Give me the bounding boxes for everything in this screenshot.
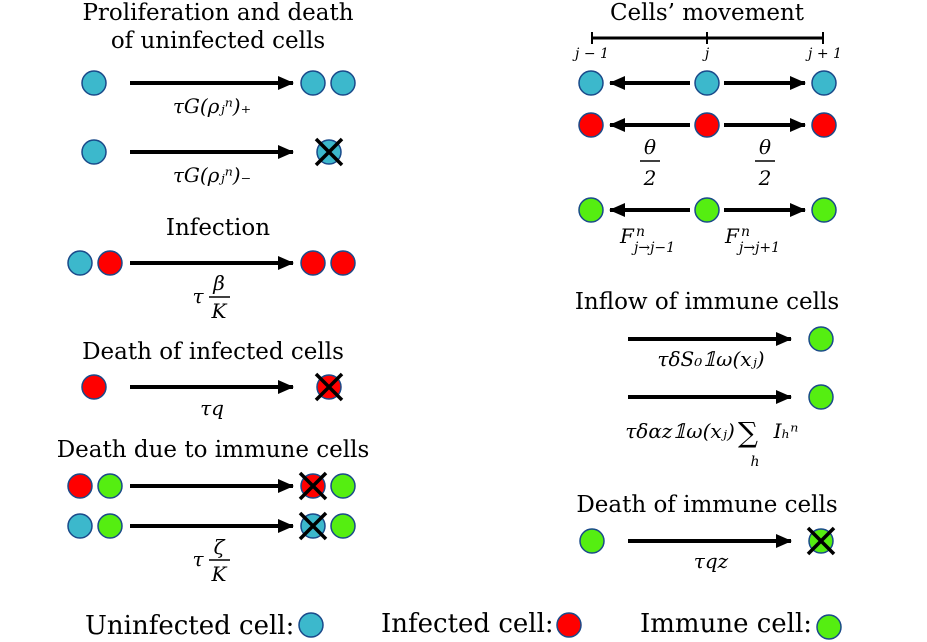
- death-immune-title: Death due to immune cells: [57, 437, 370, 463]
- theta-left-denominator: 2: [643, 166, 657, 190]
- movement-title: Cells’ movement: [610, 0, 805, 26]
- growth-rate-label: τG(ρⱼⁿ)₊: [173, 94, 251, 118]
- movement-row-infected: [578, 112, 837, 138]
- death-immune-rate-denominator: K: [211, 562, 228, 586]
- uninfected-cell: [67, 250, 93, 276]
- uninfected-cell: [81, 139, 107, 165]
- death-infected-title: Death of infected cells: [82, 339, 344, 365]
- immune-cell: [97, 513, 123, 539]
- infected-cell: [811, 112, 837, 138]
- death-cross-icon: [298, 511, 328, 541]
- death-immune-rate-tau: τ: [192, 547, 204, 571]
- flux-right-label: F: [724, 224, 740, 248]
- immune-cell: [579, 528, 605, 554]
- legend-immune-label: Immune cell:: [640, 609, 812, 639]
- uninfected-cell: [300, 70, 326, 96]
- legend-infected-label: Infected cell:: [381, 609, 554, 639]
- immune-cell: [694, 197, 720, 223]
- death-cross-icon: [298, 471, 328, 501]
- infection-rate-denominator: K: [211, 299, 228, 323]
- infected-cell: [330, 250, 356, 276]
- death-infected-rate-label: τq: [200, 396, 224, 420]
- grid-label-j-plus-1: j + 1: [805, 46, 842, 62]
- legend-uninfected-label: Uninfected cell:: [85, 611, 294, 641]
- death-immune-cells-rate: τqz: [694, 549, 729, 573]
- death-cross-icon: [314, 372, 344, 402]
- inflow-rate-2-prefix: τδαz𝟙ω(xⱼ): [625, 419, 735, 443]
- immune-cell: [97, 473, 123, 499]
- death-cross-icon: [806, 526, 836, 556]
- infected-cell: [300, 250, 326, 276]
- immune-cell: [330, 473, 356, 499]
- legend-uninfected-swatch: [298, 612, 324, 638]
- infected-cell: [694, 112, 720, 138]
- immune-cell: [808, 384, 834, 410]
- inflow-rate-2-sum-sub: h: [750, 454, 759, 470]
- inflow-title: Inflow of immune cells: [575, 289, 839, 315]
- legend-immune-swatch: [816, 614, 842, 640]
- infection-rate-tau: τ: [192, 284, 204, 308]
- inflow-rate-1: τδS₀𝟙ω(xⱼ): [657, 347, 764, 371]
- movement-row-immune: [578, 197, 837, 223]
- death-immune-rate-numerator: ζ: [214, 535, 226, 559]
- infected-cell: [81, 374, 107, 400]
- infected-cell: [97, 250, 123, 276]
- uninfected-cell: [67, 513, 93, 539]
- proliferation-title-line2: of uninfected cells: [111, 28, 325, 54]
- theta-left-numerator: θ: [644, 135, 656, 159]
- movement-row-uninfected: [578, 70, 837, 96]
- flux-right-sub: j→j+1: [736, 240, 780, 256]
- flux-left-label: F: [619, 224, 635, 248]
- inflow-rate-2-suffix: Iₕⁿ: [773, 419, 799, 443]
- proliferation-title-line1: Proliferation and death: [82, 0, 353, 26]
- theta-right-numerator: θ: [759, 135, 771, 159]
- death-cross-icon: [314, 137, 344, 167]
- infected-cell: [67, 473, 93, 499]
- immune-cell: [578, 197, 604, 223]
- infection-title: Infection: [166, 215, 270, 241]
- uninfected-cell: [811, 70, 837, 96]
- grid-label-j-minus-1: j − 1: [572, 46, 609, 62]
- uninfected-cell: [578, 70, 604, 96]
- inflow-rate-2-sum: ∑: [738, 416, 758, 449]
- immune-cell: [808, 326, 834, 352]
- theta-right-denominator: 2: [758, 166, 772, 190]
- flux-right-sup: n: [741, 224, 750, 240]
- immune-cell: [811, 197, 837, 223]
- infected-cell: [578, 112, 604, 138]
- grid-label-j: j: [702, 46, 710, 62]
- uninfected-cell: [330, 70, 356, 96]
- immune-cell: [330, 513, 356, 539]
- infection-rate-numerator: β: [212, 271, 225, 295]
- flux-left-sup: n: [636, 224, 645, 240]
- uninfected-cell: [81, 70, 107, 96]
- uninfected-cell: [694, 70, 720, 96]
- death-rate-label: τG(ρⱼⁿ)₋: [173, 163, 251, 187]
- legend-infected-swatch: [556, 612, 582, 638]
- flux-left-sub: j→j−1: [631, 240, 675, 256]
- death-immune-cells-title: Death of immune cells: [576, 492, 837, 518]
